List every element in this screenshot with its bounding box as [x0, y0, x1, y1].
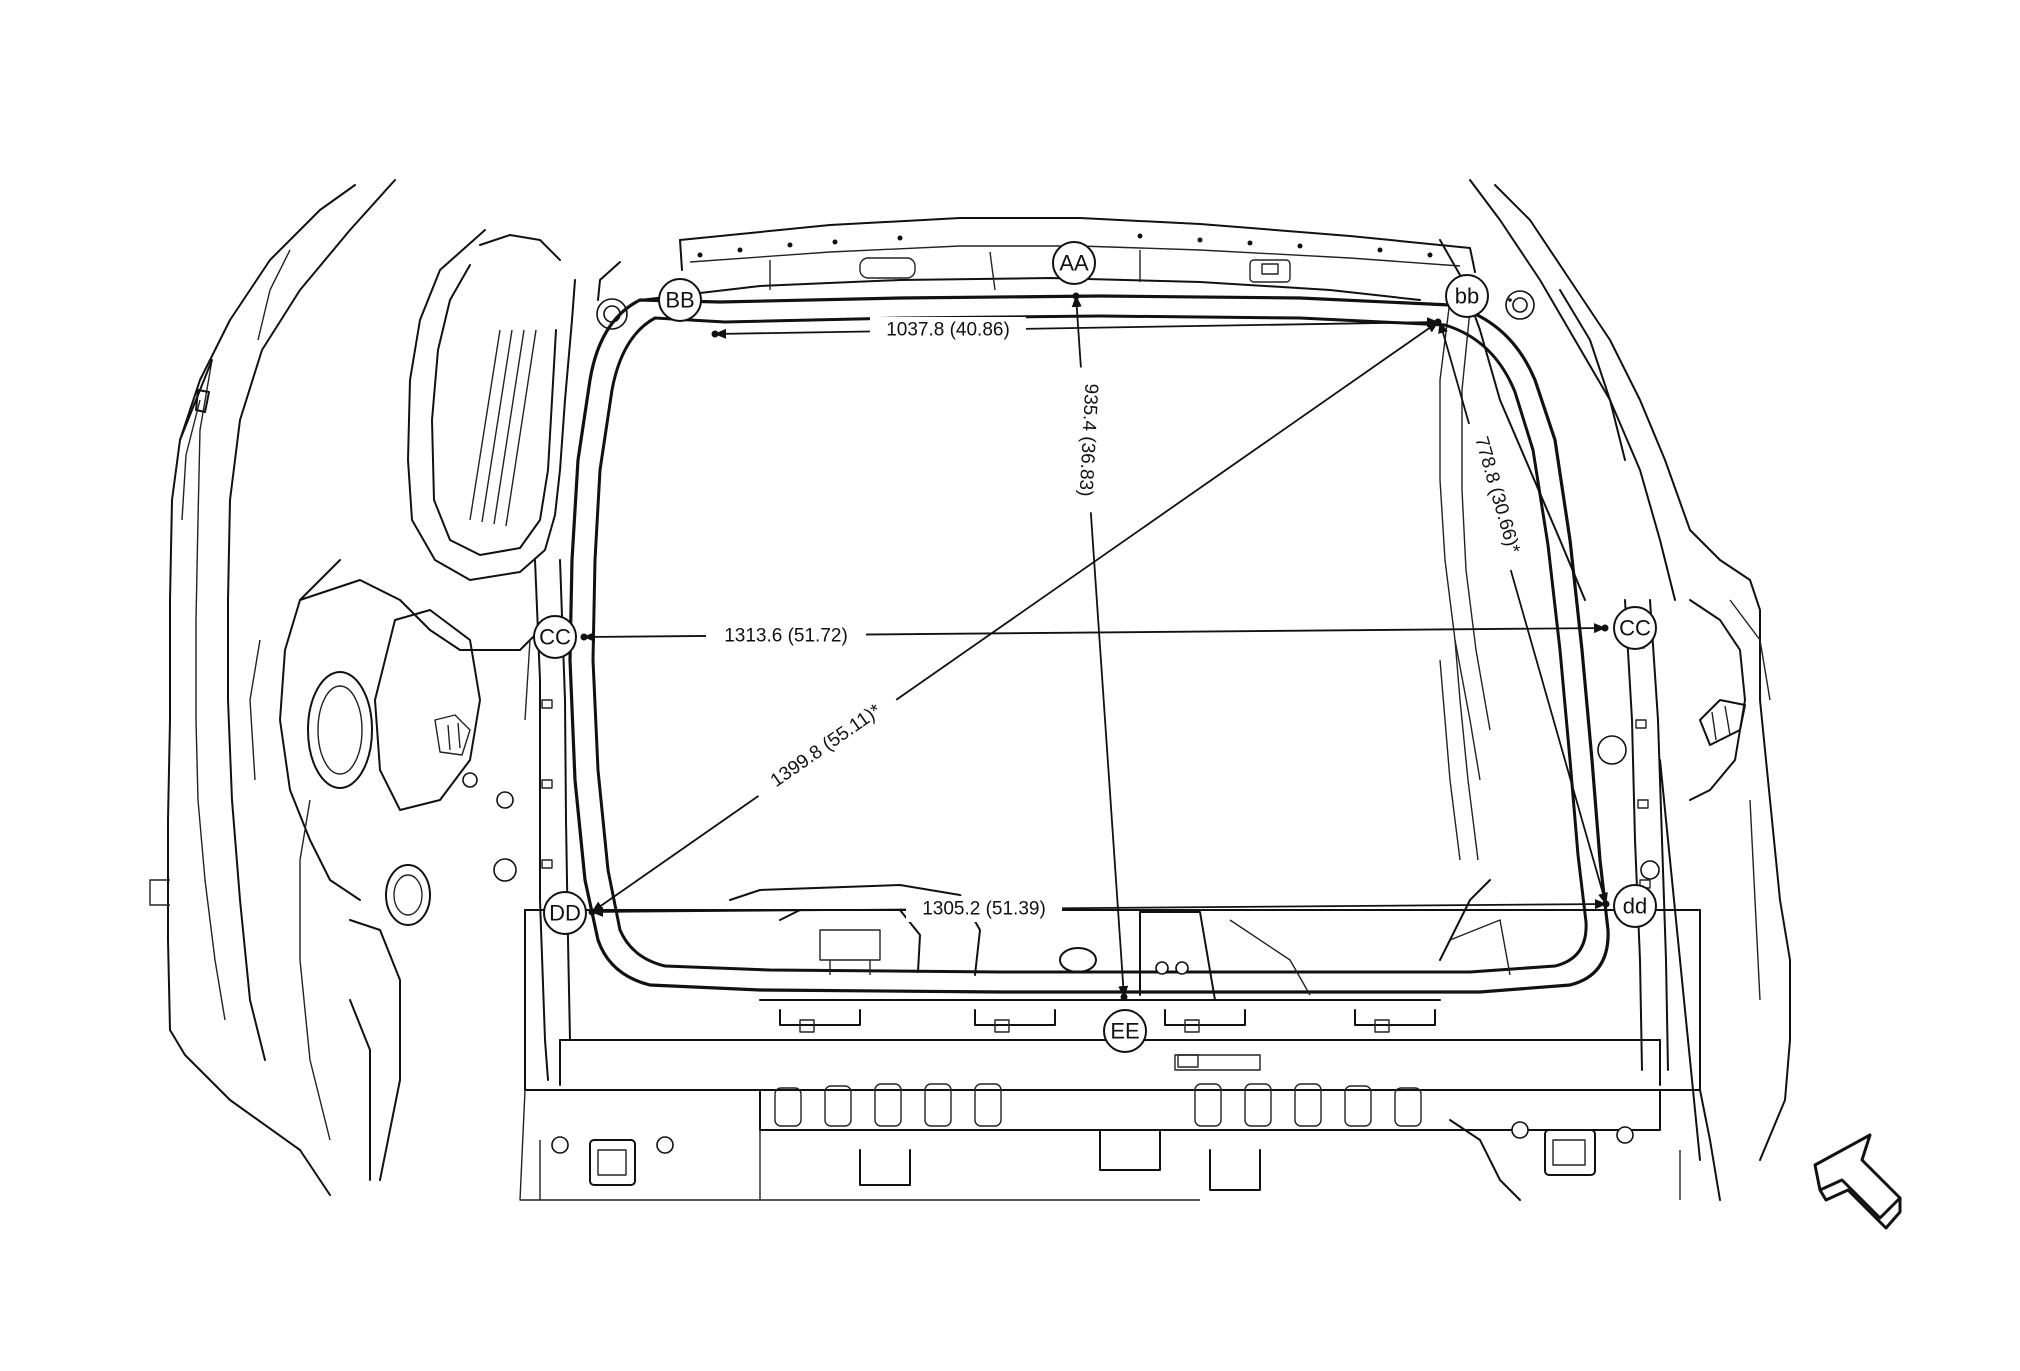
svg-text:AA: AA: [1059, 251, 1089, 276]
dimension-line-top-width: [714, 317, 1439, 339]
measurement-points: [580, 292, 1610, 1001]
svg-text:EE: EE: [1110, 1019, 1139, 1044]
point-label-BB: BB: [658, 278, 702, 322]
point-label-DD: DD: [543, 891, 587, 935]
point-label-AA: AA: [1052, 241, 1096, 285]
dimension-lines: [583, 295, 1608, 998]
dimension-line-long-diagonal: [591, 321, 1439, 913]
svg-text:bb: bb: [1455, 284, 1479, 309]
direction-arrow-icon: [1813, 1133, 1902, 1230]
dimension-line-right-diagonal: [1438, 321, 1608, 905]
dimension-label-top-width: 1037.8 (40.86): [886, 320, 1010, 341]
svg-text:CC: CC: [539, 625, 571, 650]
point-label-dd: dd: [1613, 884, 1657, 928]
dimension-label-bottom-width: 1305.2 (51.39): [922, 899, 1046, 920]
dimension-label-middle-width: 1313.6 (51.72): [724, 626, 848, 647]
point-label-bb: bb: [1445, 274, 1489, 318]
svg-text:DD: DD: [549, 901, 581, 926]
point-labels: AA BB bb CC CC DD dd EE: [533, 241, 1657, 1053]
point-label-CC-right: CC: [1613, 606, 1657, 650]
point-label-CC-left: CC: [533, 615, 577, 659]
dimension-labels: 1037.8 (40.86) 935.4 (36.83) 1313.6 (51.…: [706, 317, 1531, 922]
dimension-line-bottom-width: [591, 899, 1607, 917]
svg-text:dd: dd: [1623, 894, 1647, 919]
svg-text:BB: BB: [665, 288, 694, 313]
point-label-EE: EE: [1103, 1009, 1147, 1053]
svg-text:CC: CC: [1619, 616, 1651, 641]
dimension-label-long-diagonal: 1399.8 (55.11)*: [767, 700, 886, 792]
